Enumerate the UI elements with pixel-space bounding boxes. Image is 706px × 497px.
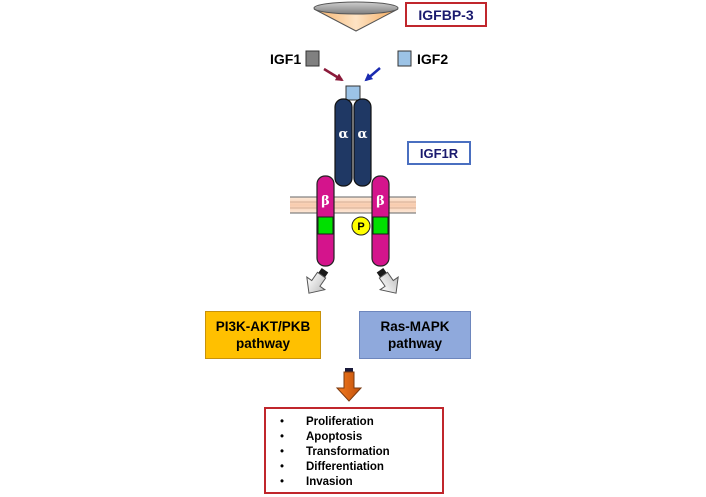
outcome-item: • Differentiation (280, 460, 438, 475)
outcome-item: • Transformation (280, 445, 438, 460)
outcomes-list: • Proliferation • Apoptosis • Transformatio… (280, 415, 438, 490)
bullet: • (280, 461, 285, 473)
arrow-to-ras-icon (376, 267, 399, 294)
pi3k-akt-pathway-box: PI3K-AKT/PKB pathway (205, 311, 321, 359)
igfbp3-cone-icon (313, 1, 399, 32)
igf2-ligand-square (397, 50, 412, 67)
igfbp3-label: IGFBP-3 (418, 6, 474, 23)
bullet: • (280, 416, 285, 428)
arrow-to-pi3k-icon (306, 267, 329, 294)
ras-pathway-line2: pathway (387, 336, 442, 351)
outcome-item: • Invasion (280, 475, 438, 490)
alpha-subunit-left (334, 98, 353, 187)
igf1-binding-arrow (323, 67, 344, 82)
beta-symbol-left: β (321, 194, 330, 209)
outcome-text: Differentiation (306, 461, 384, 473)
igf1-ligand-square (305, 50, 320, 67)
outcome-item: • Apoptosis (280, 430, 438, 445)
ras-pathway-line1: Ras-MAPK (380, 319, 450, 334)
bullet: • (280, 431, 285, 443)
phospho-label: P (357, 221, 364, 233)
beta-symbol-right: β (376, 194, 385, 209)
ras-mapk-pathway-box: Ras-MAPK pathway (359, 311, 471, 359)
outcome-text: Proliferation (306, 416, 374, 428)
receptor-binding-site (345, 85, 361, 101)
arrow-to-outcomes-icon (335, 368, 363, 402)
outcome-text: Transformation (306, 446, 390, 458)
bullet: • (280, 476, 285, 488)
bullet: • (280, 446, 285, 458)
pi3k-pathway-line1: PI3K-AKT/PKB (215, 319, 311, 334)
outcome-item: • Proliferation (280, 415, 438, 430)
cellular-outcomes-box: • Proliferation • Apoptosis • Transformatio… (264, 407, 444, 494)
alpha-symbol-right: α (357, 127, 367, 142)
igf2-label: IGF2 (417, 51, 448, 67)
phosphorylation-icon (351, 216, 371, 236)
pi3k-pathway-line2: pathway (235, 336, 290, 351)
alpha-symbol-left: α (338, 127, 348, 142)
kinase-domain-left (317, 216, 334, 235)
igf1r-label: IGF1R (419, 145, 459, 161)
outcome-text: Apoptosis (306, 431, 363, 443)
igfbp3-label-box: IGFBP-3 (405, 2, 487, 27)
igf1-label: IGF1 (270, 51, 301, 67)
cell-membrane (290, 196, 416, 214)
igf2-binding-arrow (364, 67, 381, 82)
outcome-text: Invasion (306, 476, 353, 488)
alpha-subunit-right (353, 98, 372, 187)
igf1r-label-box: IGF1R (407, 141, 471, 165)
kinase-domain-right (372, 216, 389, 235)
